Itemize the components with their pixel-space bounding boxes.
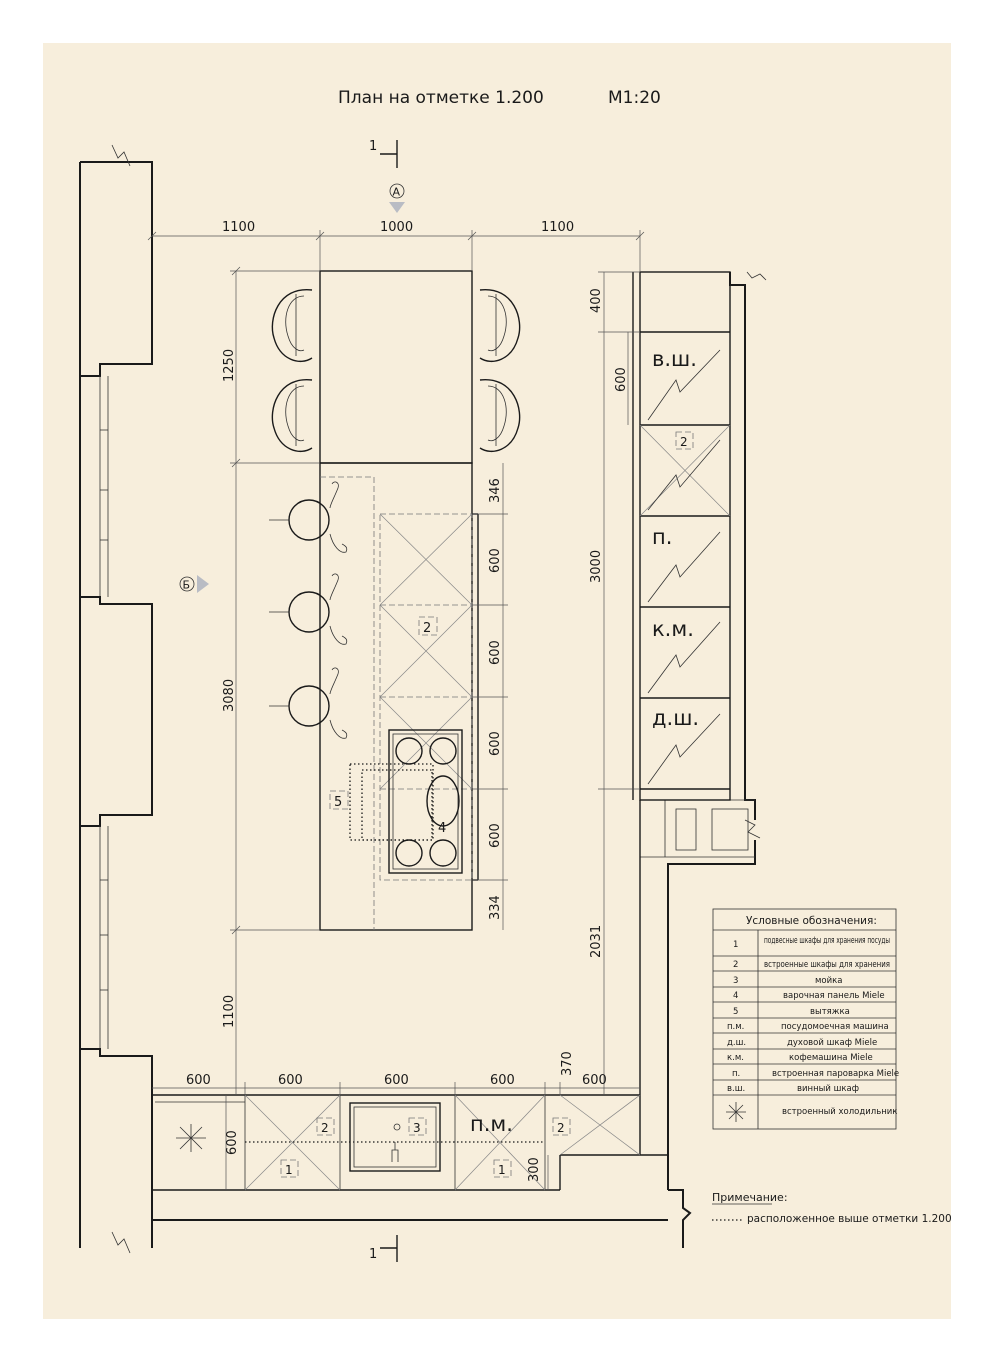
- axis-marker-b: Б: [179, 575, 209, 593]
- label-2-tall: 2: [680, 435, 688, 449]
- svg-text:370: 370: [560, 1051, 575, 1076]
- plan-title: План на отметке 1.200: [338, 88, 544, 108]
- paper-background: [43, 43, 951, 1319]
- svg-text:п.: п.: [732, 1069, 740, 1079]
- svg-text:334: 334: [488, 895, 503, 920]
- cooktop: [388, 729, 463, 874]
- chair: [479, 379, 521, 453]
- label-1-right: 1: [498, 1163, 506, 1177]
- svg-text:5: 5: [733, 1007, 738, 1017]
- svg-text:600: 600: [488, 640, 503, 665]
- svg-text:600: 600: [488, 731, 503, 756]
- svg-text:1: 1: [369, 139, 377, 154]
- svg-text:1250: 1250: [222, 349, 237, 382]
- svg-text:2: 2: [733, 960, 738, 970]
- label-1-left: 1: [285, 1163, 293, 1177]
- svg-text:встроенные шкафы для хранения: встроенные шкафы для хранения: [764, 960, 890, 970]
- svg-text:д.ш.: д.ш.: [727, 1038, 746, 1048]
- label-5: 5: [334, 795, 342, 810]
- note-text: расположенное выше отметки 1.200: [747, 1213, 952, 1225]
- label-4: 4: [438, 821, 446, 836]
- tall-cabinet-column: [632, 271, 731, 801]
- svg-text:4: 4: [733, 991, 738, 1001]
- svg-text:вытяжка: вытяжка: [810, 1007, 850, 1017]
- label-2-corner: 2: [557, 1121, 565, 1135]
- left-wall: [79, 144, 153, 1254]
- svg-text:1100: 1100: [222, 220, 255, 235]
- dimension-island-right: 346 600 600 600 600 334: [472, 463, 508, 930]
- section-mark-bottom: 1: [369, 1235, 398, 1262]
- svg-text:3000: 3000: [589, 550, 604, 583]
- svg-text:600: 600: [225, 1130, 240, 1155]
- svg-text:винный шкаф: винный шкаф: [797, 1084, 859, 1094]
- svg-text:1100: 1100: [541, 220, 574, 235]
- chair: [271, 289, 313, 363]
- label-2-island: 2: [423, 621, 431, 636]
- svg-text:1: 1: [733, 940, 738, 950]
- dimension-bottom: 600 600 600 600 370 600 600 300: [152, 1051, 640, 1190]
- svg-text:1100: 1100: [222, 995, 237, 1028]
- label-wine-cabinet: в.ш.: [652, 347, 697, 371]
- svg-text:духовой шкаф Miele: духовой шкаф Miele: [787, 1038, 877, 1048]
- svg-text:1000: 1000: [380, 220, 413, 235]
- bottom-wall: [152, 1189, 692, 1248]
- svg-text:подвесные шкафы для хранения п: подвесные шкафы для хранения посуды: [764, 936, 890, 946]
- legend-title: Условные обозначения:: [746, 915, 877, 927]
- bar-stool: [269, 667, 348, 739]
- svg-text:1: 1: [369, 1247, 377, 1262]
- svg-text:мойка: мойка: [815, 976, 842, 986]
- svg-text:встроенная пароварка Miele: встроенная пароварка Miele: [772, 1069, 899, 1079]
- svg-text:встроенный холодильник: встроенный холодильник: [782, 1107, 897, 1117]
- dimension-right-column: 400 600 3000 2031: [589, 271, 640, 1095]
- label-coffee-machine: к.м.: [652, 617, 694, 641]
- svg-text:600: 600: [384, 1073, 409, 1088]
- svg-text:Б: Б: [183, 579, 191, 592]
- svg-text:п.м.: п.м.: [727, 1022, 744, 1032]
- svg-text:346: 346: [488, 478, 503, 503]
- svg-text:посудомоечная машина: посудомоечная машина: [781, 1022, 889, 1032]
- label-steamer: п.: [652, 525, 672, 549]
- svg-text:600: 600: [488, 823, 503, 848]
- svg-text:400: 400: [589, 288, 604, 313]
- bottom-counter: [151, 800, 668, 1191]
- chair: [271, 379, 313, 453]
- section-mark-top: 1: [369, 139, 398, 168]
- svg-text:А: А: [393, 186, 401, 199]
- svg-text:в.ш.: в.ш.: [727, 1084, 745, 1094]
- svg-text:600: 600: [186, 1073, 211, 1088]
- svg-text:к.м.: к.м.: [727, 1053, 744, 1063]
- svg-text:300: 300: [527, 1157, 542, 1182]
- note-block: Примечание: расположенное выше отметки 1…: [712, 1191, 952, 1225]
- label-2-bottom: 2: [321, 1121, 329, 1135]
- chair: [479, 289, 521, 363]
- svg-text:2031: 2031: [589, 925, 604, 958]
- dimension-top: 1100 1000 1100: [147, 220, 645, 271]
- svg-text:варочная панель Miele: варочная панель Miele: [783, 991, 885, 1001]
- svg-text:600: 600: [614, 367, 629, 392]
- plan-scale: М1:20: [608, 88, 661, 108]
- fridge-symbol: [176, 1124, 206, 1152]
- svg-text:3080: 3080: [222, 679, 237, 712]
- label-dishwasher: п.м.: [470, 1112, 513, 1136]
- legend-table: Условные обозначения: 1 подвесные шкафы …: [712, 908, 899, 1130]
- note-title: Примечание:: [712, 1191, 788, 1204]
- svg-text:600: 600: [582, 1073, 607, 1088]
- dimension-island-left: 1250 3080 1100: [222, 266, 320, 1095]
- bar-stool: [269, 573, 348, 645]
- label-3: 3: [413, 1121, 421, 1135]
- svg-text:600: 600: [278, 1073, 303, 1088]
- axis-marker-a: А: [389, 183, 405, 213]
- legend-fridge-icon: [726, 1102, 746, 1122]
- sink: [349, 1102, 441, 1172]
- svg-text:600: 600: [488, 548, 503, 573]
- svg-text:3: 3: [733, 976, 738, 986]
- bar-stool: [269, 481, 348, 553]
- svg-text:кофемашина Miele: кофемашина Miele: [789, 1053, 873, 1063]
- label-oven: д.ш.: [652, 706, 699, 730]
- svg-text:600: 600: [490, 1073, 515, 1088]
